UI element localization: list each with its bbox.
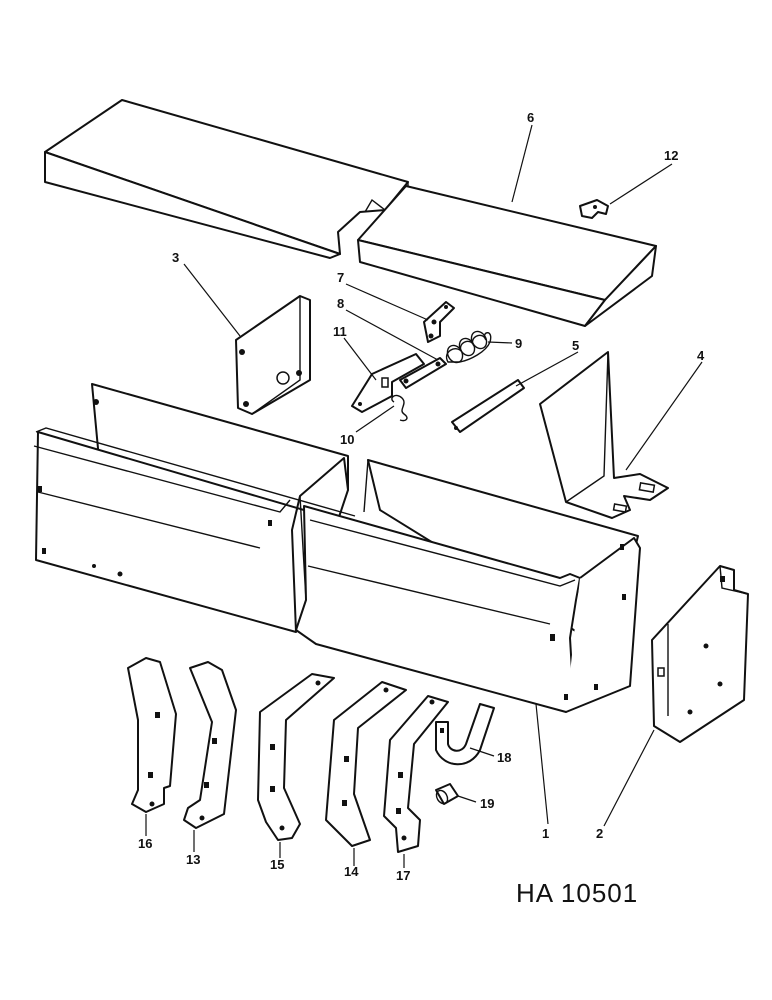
side-bracket-4 <box>539 351 669 519</box>
callout-4: 4 <box>697 348 705 363</box>
trough-right <box>295 459 641 713</box>
bracket-13 <box>183 661 237 829</box>
bracket-15 <box>257 673 335 841</box>
end-plate-2 <box>651 565 749 743</box>
callout-5: 5 <box>572 338 579 353</box>
bracket-14 <box>325 681 407 847</box>
callout-3: 3 <box>172 250 179 265</box>
leader-lines <box>145 124 703 868</box>
callout-6: 6 <box>527 110 534 125</box>
clip-12 <box>579 199 609 219</box>
callout-13: 13 <box>186 852 200 867</box>
callout-1: 1 <box>542 826 549 841</box>
latch-11 <box>351 353 425 413</box>
callout-12: 12 <box>664 148 678 163</box>
drawing-number: HA 10501 <box>516 878 638 908</box>
callout-11: 11 <box>333 324 347 339</box>
end-bracket-3 <box>235 295 311 415</box>
callout-16: 16 <box>138 836 152 851</box>
latch-plate-7 <box>423 301 455 343</box>
callout-labels: 1 2 3 4 5 6 7 8 9 10 11 12 13 14 15 16 1… <box>138 110 705 883</box>
top-cover-right <box>357 185 657 327</box>
spring-9 <box>445 330 492 364</box>
callout-8: 8 <box>337 296 344 311</box>
callout-14: 14 <box>344 864 359 879</box>
link-8 <box>399 357 447 389</box>
top-cover-left <box>44 99 409 259</box>
bracket-17 <box>383 695 449 853</box>
callout-2: 2 <box>596 826 603 841</box>
callout-17: 17 <box>396 868 410 883</box>
callout-18: 18 <box>497 750 511 765</box>
callout-7: 7 <box>337 270 344 285</box>
callout-19: 19 <box>480 796 494 811</box>
strap-5 <box>451 379 525 433</box>
wire-spring-10 <box>391 394 408 422</box>
callout-10: 10 <box>340 432 354 447</box>
pin-19 <box>435 783 459 805</box>
callout-15: 15 <box>270 857 284 872</box>
u-clip-18 <box>435 703 495 766</box>
callout-9: 9 <box>515 336 522 351</box>
bracket-16 <box>127 657 177 813</box>
